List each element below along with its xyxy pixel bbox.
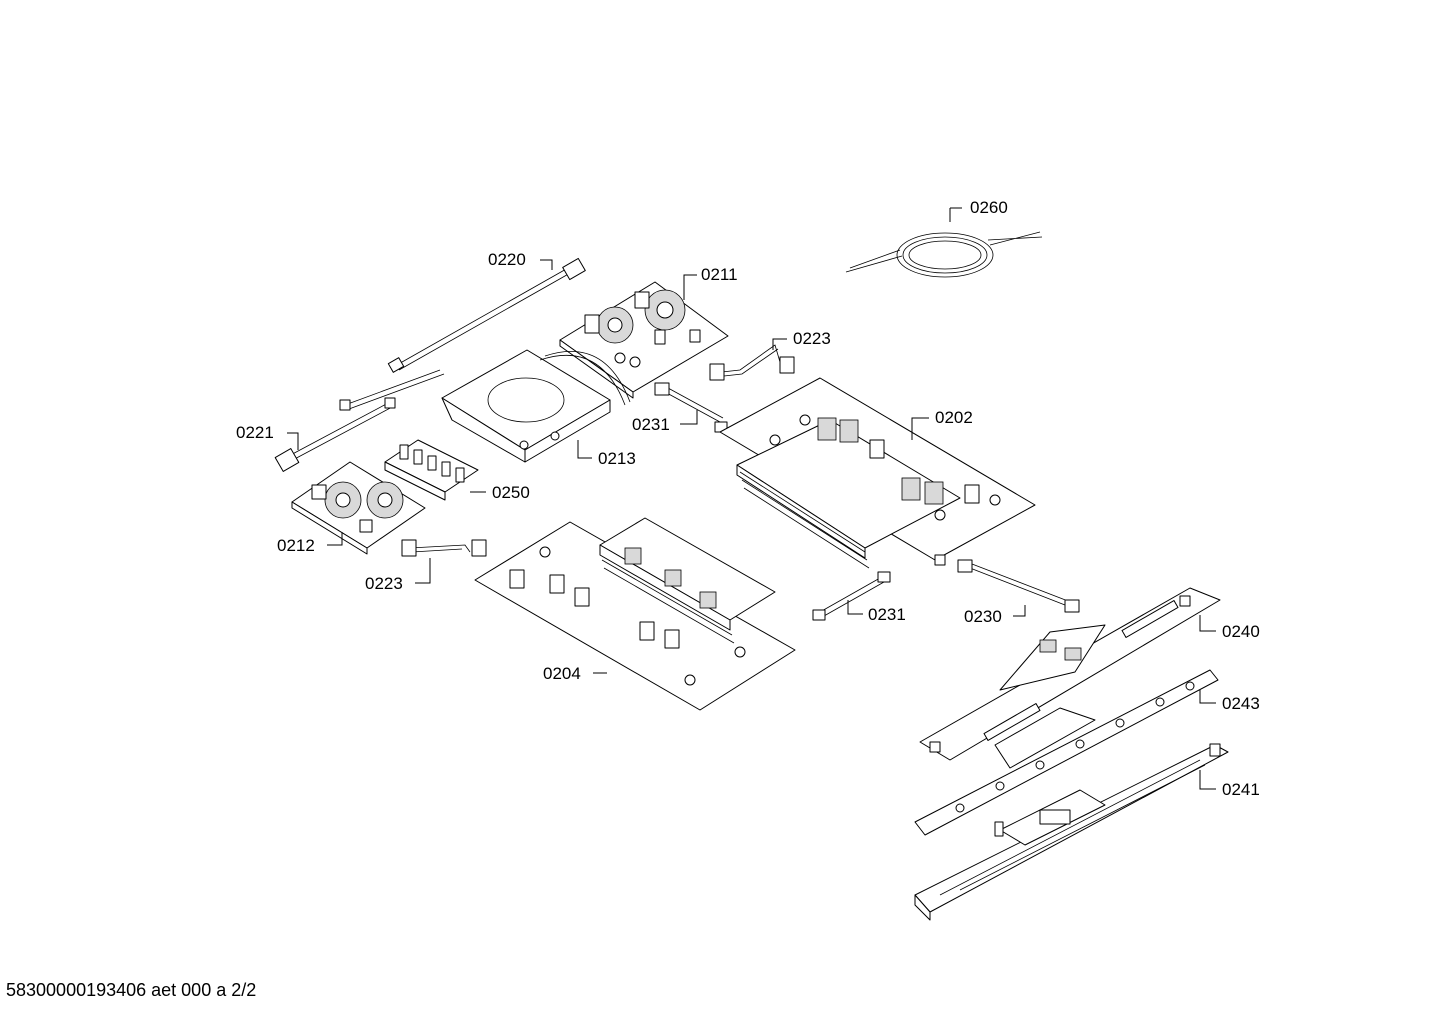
board-0211-drawing [559,281,729,399]
cable-0223-right-drawing [709,344,795,381]
label-0231-lower: 0231 [868,605,906,624]
board-0202-drawing [719,377,1036,569]
cable-0220-drawing [387,257,586,373]
cable-0231-upper-drawing [654,382,728,433]
cable-0221-drawing [274,369,445,472]
label-0230: 0230 [964,607,1002,626]
label-0213: 0213 [598,449,636,468]
cable-0230-drawing [957,559,1080,613]
foil-0243-drawing [914,669,1219,836]
label-0250: 0250 [492,483,530,502]
label-0243: 0243 [1222,694,1260,713]
label-0260: 0260 [970,198,1008,217]
label-0204: 0204 [543,664,581,683]
terminal-0250-drawing [384,439,479,501]
cable-0223-left-drawing [401,539,487,557]
label-0221: 0221 [236,423,274,442]
label-0241: 0241 [1222,780,1260,799]
label-0223-lower: 0223 [365,574,403,593]
leader-lines [287,207,1216,790]
document-footer: 58300000193406 aet 000 a 2/2 [6,980,257,1000]
cable-0231-lower-drawing [812,571,891,621]
label-0211: 0211 [701,265,738,284]
label-0220: 0220 [488,250,526,269]
cable-0260-drawing [845,231,1043,278]
frame-0241-drawing [914,743,1229,921]
board-0240-drawing [919,587,1221,761]
coil-0213-drawing [441,349,631,463]
label-0212: 0212 [277,536,315,555]
board-0212-drawing [291,461,426,555]
part-labels: 0260 0220 0211 0223 0221 0231 0202 0213 … [236,198,1260,799]
label-0240: 0240 [1222,622,1260,641]
label-0223-upper: 0223 [793,329,831,348]
label-0231-upper: 0231 [632,415,670,434]
board-0204-drawing [474,517,796,711]
label-0202: 0202 [935,408,973,427]
